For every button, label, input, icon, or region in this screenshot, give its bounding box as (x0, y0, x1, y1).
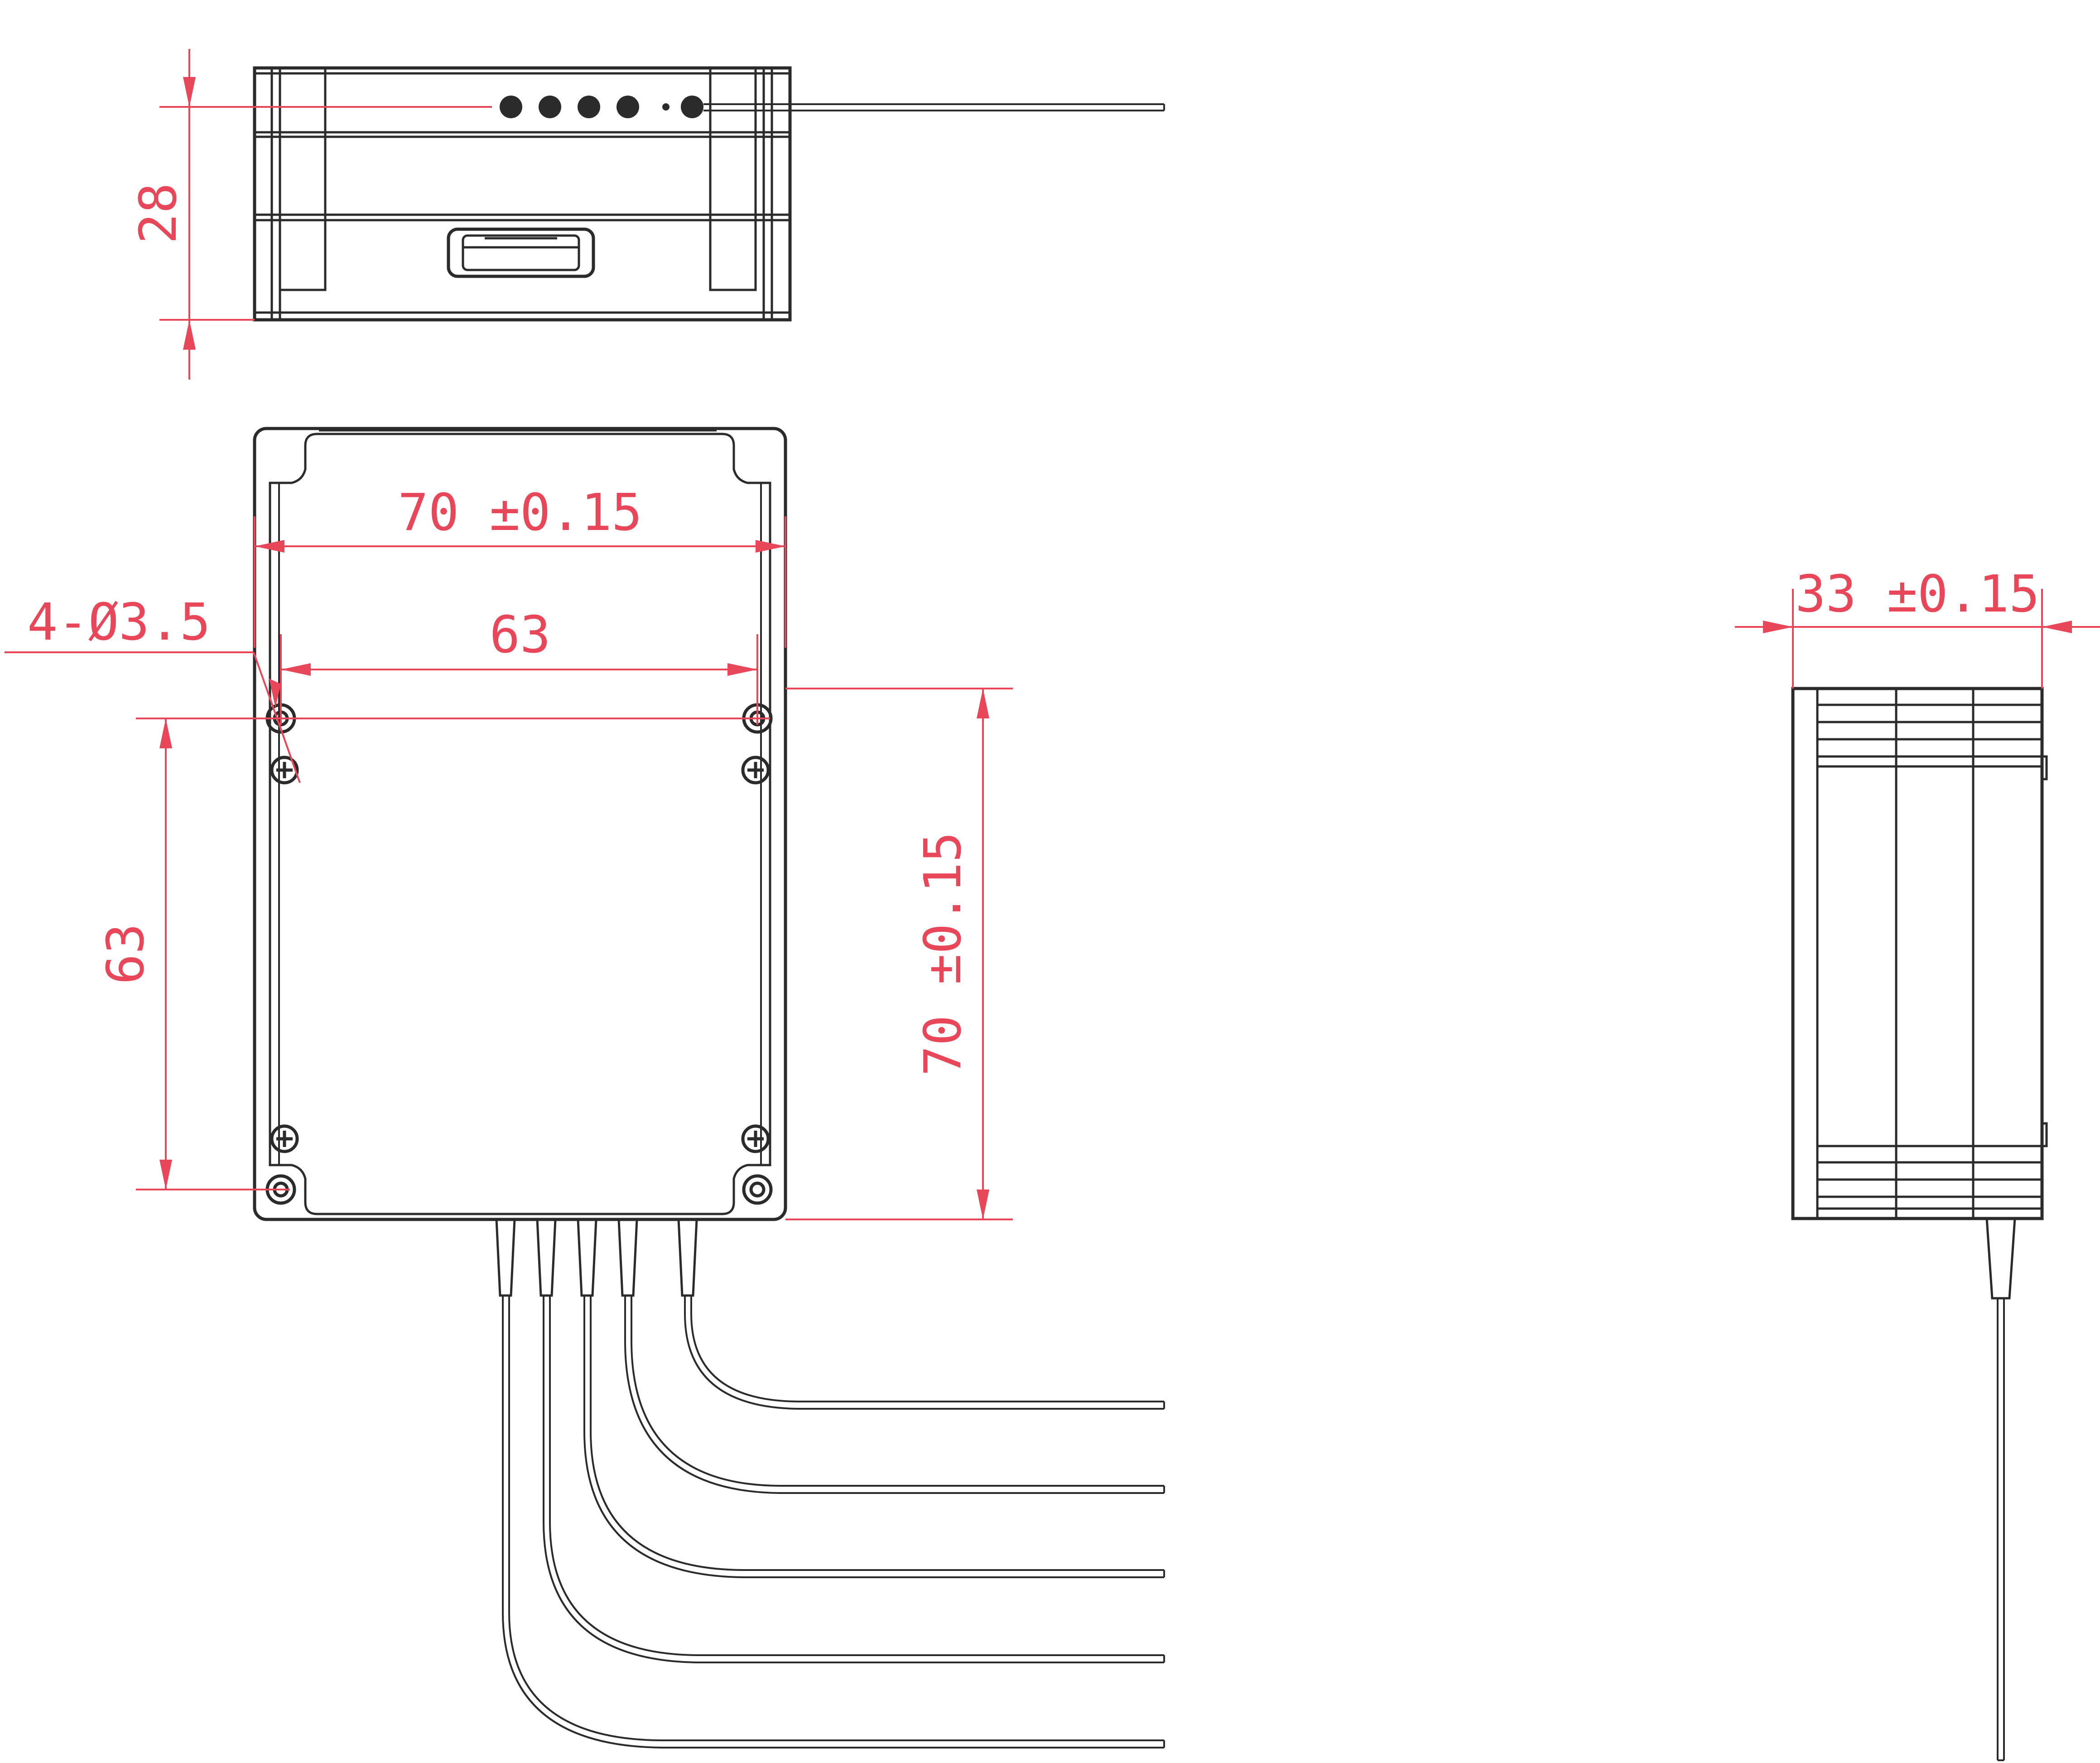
screw-bl (270, 1124, 299, 1153)
screw-tl (270, 756, 299, 785)
screws (270, 756, 770, 1153)
dimension-height-28: 28 (129, 49, 492, 380)
screw-br (741, 1124, 770, 1153)
dimension-depth-33: 33 ±0.15 (1735, 565, 2100, 689)
fiber-ports (500, 96, 703, 118)
dimension-holes: 4-Ø3.5 (5, 593, 301, 783)
dimension-width-70: 70 ±0.15 (254, 483, 786, 648)
dim-label-depth-33: 33 ±0.15 (1795, 565, 2039, 624)
corner-holes (265, 703, 773, 1205)
front-view (253, 66, 1165, 322)
top-view (253, 427, 787, 1221)
dim-label-63-h: 63 (490, 606, 551, 665)
dimension-hole-spacing-v: 63 (96, 718, 770, 1190)
dim-label-holes: 4-Ø3.5 (27, 593, 211, 652)
dimension-hole-spacing-h: 63 (280, 606, 758, 725)
screw-tr (741, 756, 770, 785)
fiber-pigtails (495, 1219, 1165, 1749)
dim-label-63-v: 63 (96, 924, 155, 985)
side-view (1791, 687, 2048, 1761)
connector-port (447, 227, 595, 278)
dim-label-28: 28 (129, 183, 188, 244)
dimension-height-70: 70 ±0.15 (785, 688, 1013, 1220)
dim-label-width-70: 70 ±0.15 (398, 483, 642, 542)
dim-label-height-70: 70 ±0.15 (914, 832, 973, 1076)
